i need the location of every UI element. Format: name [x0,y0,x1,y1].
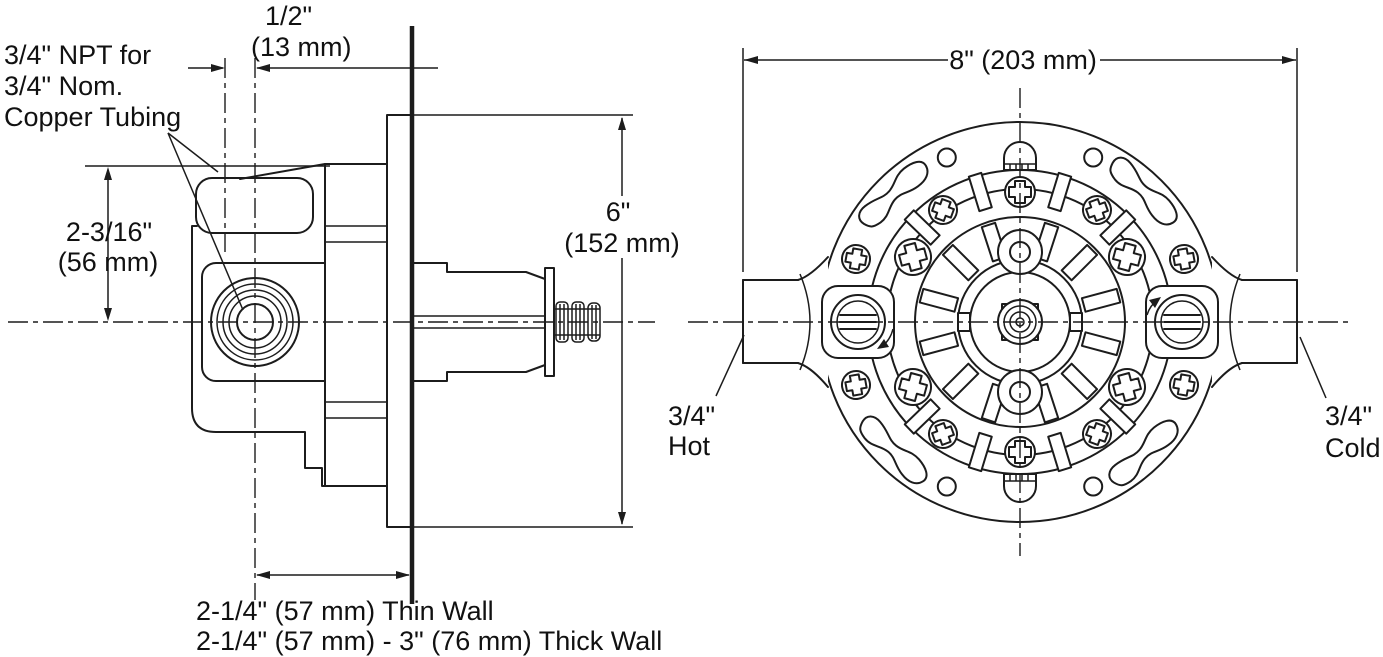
hot-label-line1: 3/4" [668,401,715,431]
dim-half-inch-mm: (13 mm) [251,32,352,62]
mounting-flange [324,163,388,487]
cold-leader-line [1299,336,1327,399]
dimension-half-inch: 1/2" (13 mm) [188,1,438,72]
wavy-slot-upper-left [858,160,929,228]
dim-2-3-16-label: 2-3/16" [66,217,152,247]
cold-label: 3/4" Cold [1299,336,1381,463]
valve-body-outline [191,225,388,487]
dim-6-inch-label: 6" [606,197,631,227]
wall-note-thick: 2-1/4" (57 mm) - 3" (76 mm) Thick Wall [196,626,662,656]
wall-note-thin: 2-1/4" (57 mm) Thin Wall [196,596,494,626]
mounting-hole [1083,147,1104,168]
cold-label-line1: 3/4" [1325,401,1372,431]
front-view: 8" (203 mm) 3/4" Hot 3/4" Cold [668,45,1381,556]
dim-8-inch-label: 8" (203 mm) [949,45,1097,75]
body-top-edge [239,163,326,180]
phillips-screws [841,176,1199,468]
hot-label-line2: Hot [668,431,711,461]
dimension-wall-depth: 2-1/4" (57 mm) Thin Wall 2-1/4" (57 mm) … [196,571,662,656]
dimension-2-3-16: 2-3/16" (56 mm) [58,167,159,321]
npt-callout: 3/4" NPT for 3/4" Nom. Copper Tubing [4,40,244,311]
dimension-6-inch: 6" (152 mm) [414,114,680,528]
plaster-guard-plate [386,114,413,528]
npt-note-line2: 3/4" Nom. [4,71,123,101]
dim-6-inch-mm: (152 mm) [564,228,680,258]
wavy-slot-lower-left [859,415,928,485]
hot-label: 3/4" Hot [668,334,745,461]
mounting-hole [936,147,957,168]
wavy-slot-upper-right [1109,156,1178,226]
dimension-8-inch: 8" (203 mm) [742,45,1298,272]
dim-2-3-16-mm: (56 mm) [58,247,159,277]
mounting-hole [936,476,957,497]
npt-note-line1: 3/4" NPT for [4,40,151,70]
leader-line-upper [167,132,219,173]
cold-label-line2: Cold [1325,433,1381,463]
hot-leader-line [715,334,745,397]
ring-ticks [903,171,1137,473]
wavy-slot-lower-right [1108,419,1179,487]
side-view: 1/2" (13 mm) 2-3/16" (56 mm) 6" (152 mm) [4,1,680,656]
mounting-hole [1083,476,1104,497]
top-index-tab [1003,141,1037,171]
dim-half-inch-label: 1/2" [265,1,312,31]
leader-line-lower [167,132,244,311]
npt-note-line3: Copper Tubing [4,102,181,132]
